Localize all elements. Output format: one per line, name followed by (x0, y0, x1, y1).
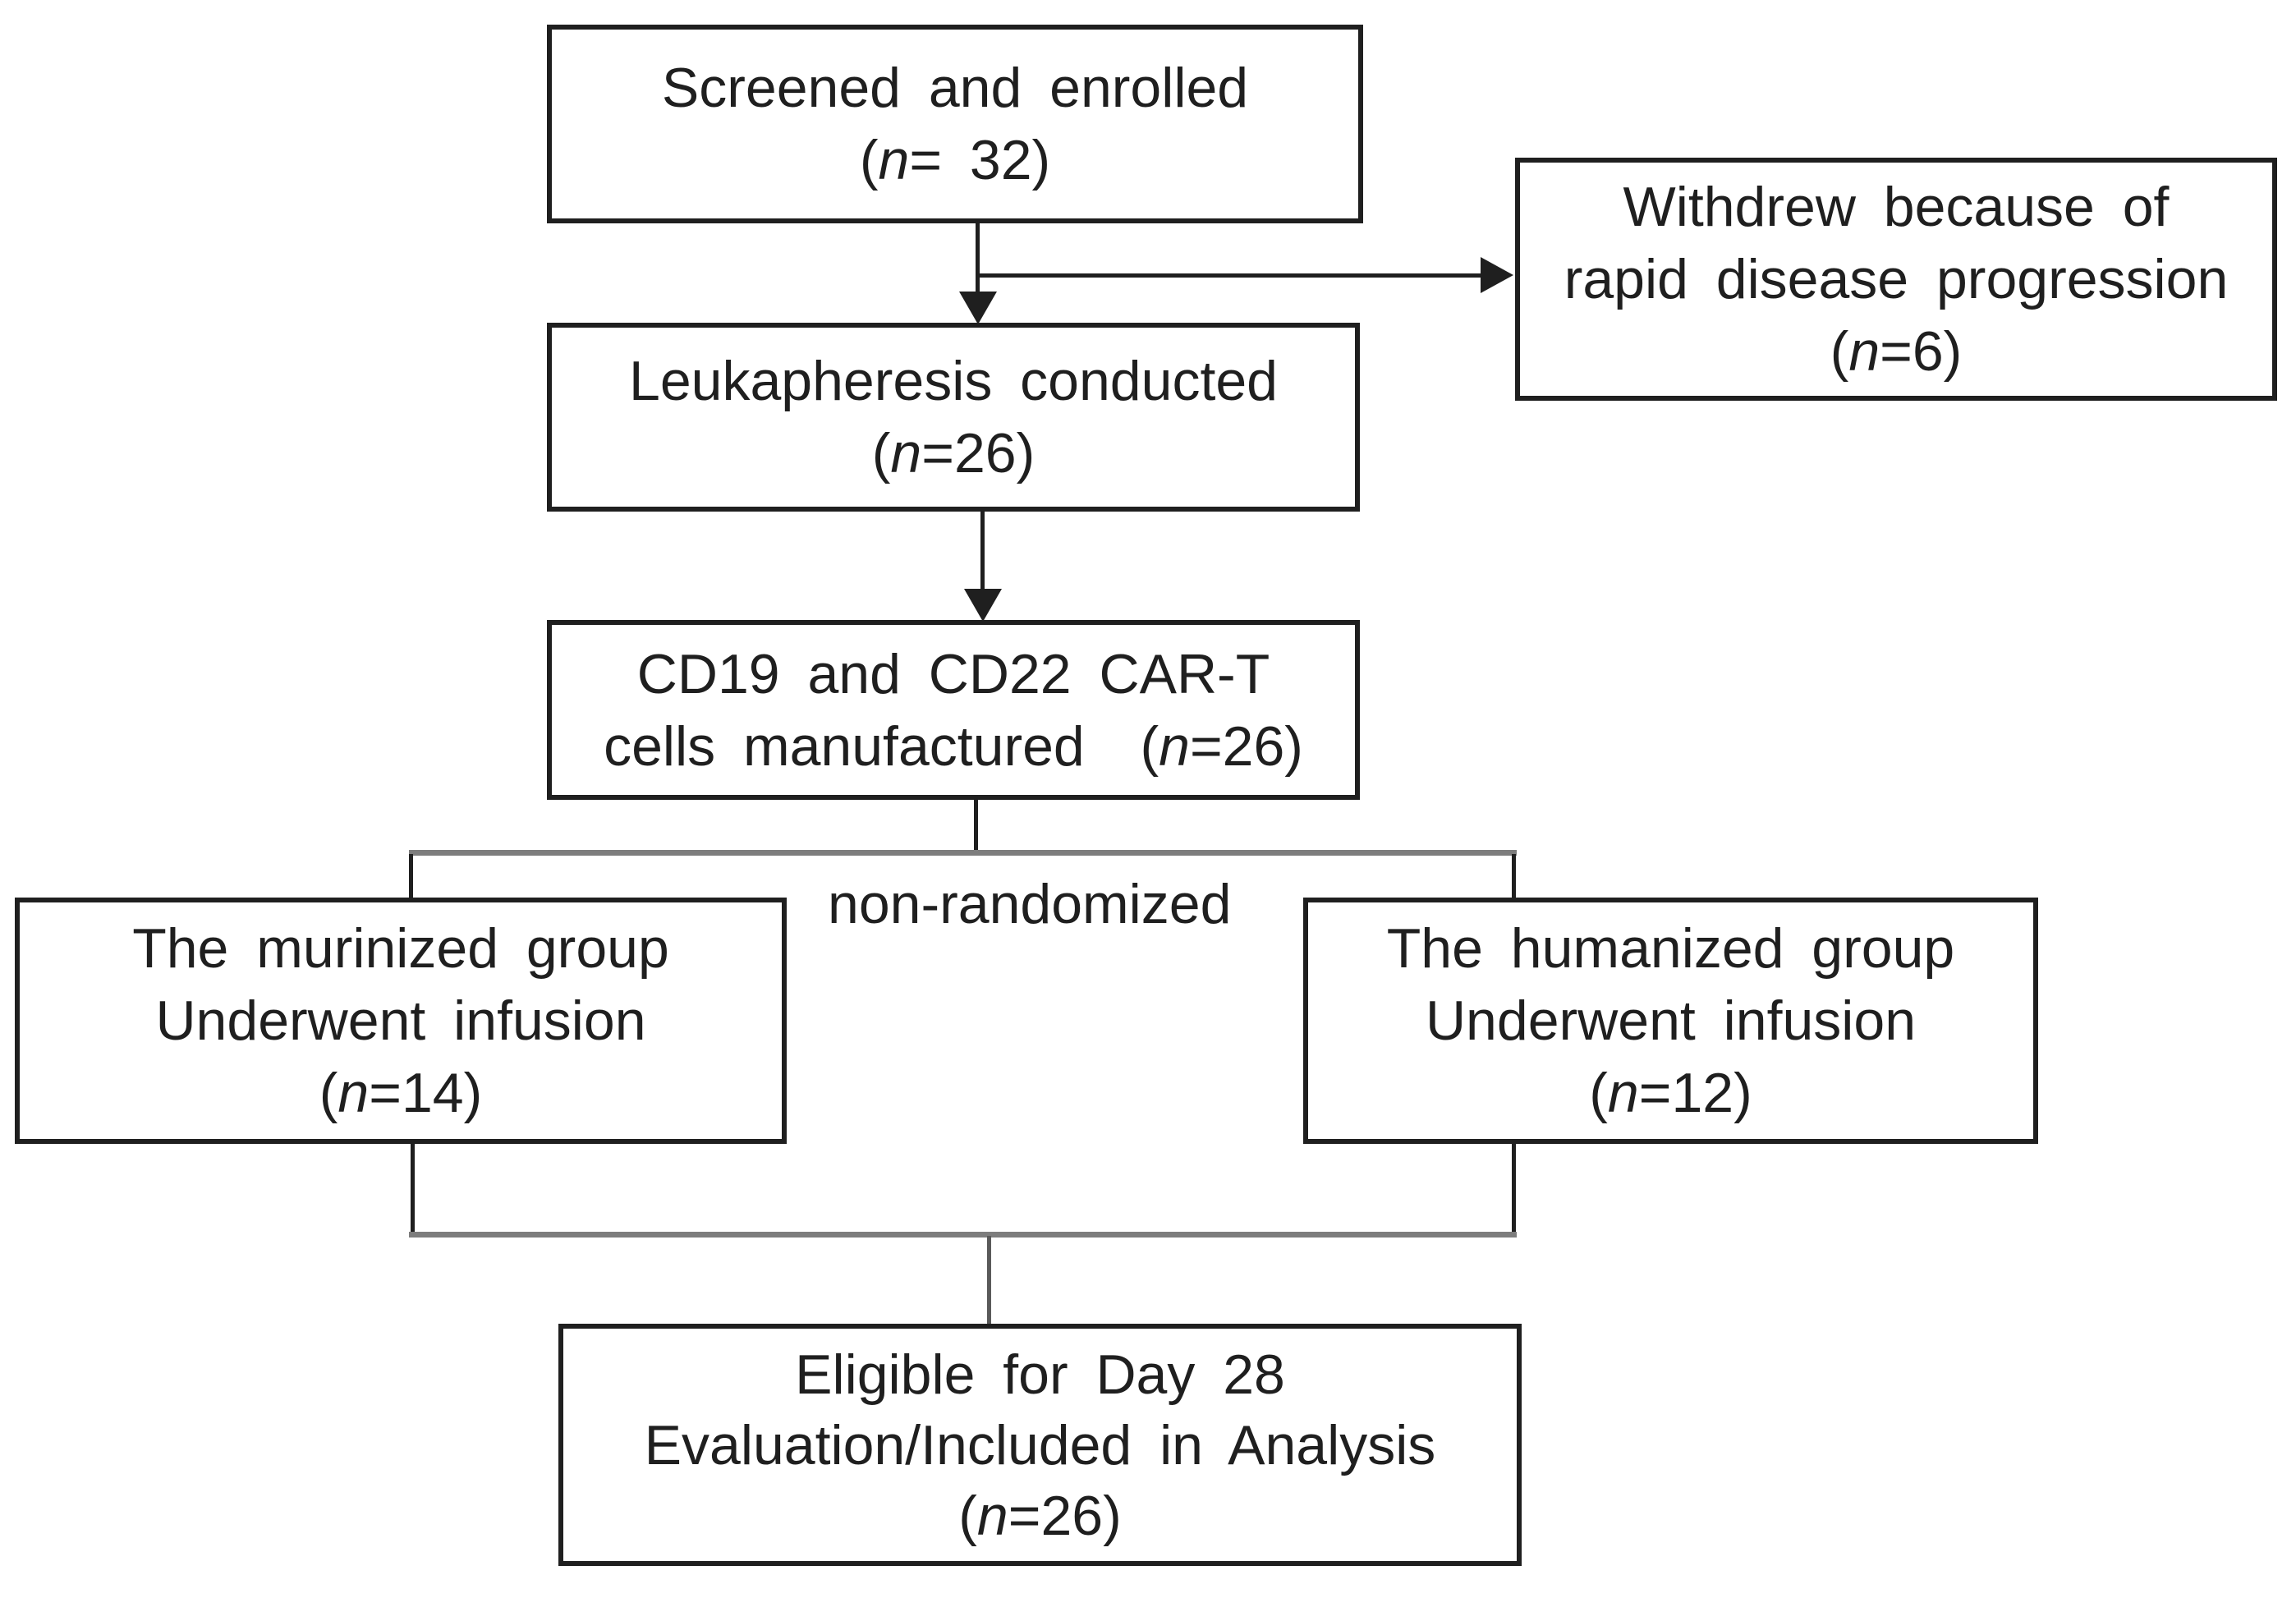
node-text-line: Underwent infusion (1425, 990, 1917, 1052)
connector-leukapheresis-to-manufactured (980, 512, 985, 590)
node-text-line: The murinized group (132, 917, 669, 980)
arrowhead-down-manufactured-icon (964, 589, 1002, 622)
connector-manufactured-to-split (974, 800, 978, 852)
connector-humanized-to-join (1512, 1144, 1516, 1234)
count-value: =26) (1008, 1484, 1122, 1547)
node-text-line: Eligible for Day 28 (795, 1343, 1285, 1406)
n-symbol: n (976, 1484, 1008, 1547)
node-withdrew: Withdrew because of rapid disease progre… (1515, 158, 2277, 401)
n-symbol: n (1159, 714, 1190, 778)
node-text-line: Evaluation/Included in Analysis (644, 1413, 1436, 1476)
node-text-line: Underwent infusion (155, 990, 646, 1052)
n-symbol: n (890, 422, 922, 484)
node-count-line: (n=12) (1589, 1057, 1752, 1129)
node-text-line: rapid disease progression (1564, 248, 2229, 310)
node-text-line: The humanized group (1386, 917, 1955, 980)
count-paren-open: ( (1830, 320, 1849, 383)
connector-split-to-murinized (409, 854, 413, 899)
count-value: =12) (1638, 1062, 1752, 1124)
node-screened-and-enrolled: Screened and enrolled (n= 32) (547, 25, 1363, 223)
non-randomized-label: non-randomized (828, 873, 1232, 935)
connector-screened-to-leukapheresis (976, 223, 980, 296)
node-car-t-manufactured: CD19 and CD22 CAR-T cells manufactured (… (547, 620, 1360, 800)
connector-join-to-eligible (987, 1236, 991, 1325)
n-symbol: n (1607, 1062, 1639, 1124)
node-eligible-day28-analysis: Eligible for Day 28 Evaluation/Included … (558, 1324, 1522, 1566)
count-paren-open: ( (319, 1062, 338, 1124)
node-count-line: (n=26) (872, 417, 1035, 489)
count-paren-open: ( (958, 1484, 977, 1547)
count-text: cells manufactured ( (604, 714, 1159, 778)
n-symbol: n (878, 129, 910, 191)
arrowhead-down-leukapheresis-icon (959, 292, 997, 324)
count-value: =6) (1880, 320, 1963, 383)
count-value: =14) (369, 1062, 483, 1124)
node-count-line: (n=26) (958, 1481, 1121, 1551)
count-value: = 32) (909, 129, 1051, 191)
connector-split-to-humanized (1512, 854, 1516, 899)
count-paren-open: ( (1589, 1062, 1608, 1124)
count-value: =26) (921, 422, 1035, 484)
node-text-line: Leukapheresis conducted (629, 350, 1278, 412)
n-symbol: n (338, 1062, 370, 1124)
join-branch-line (409, 1232, 1517, 1238)
n-symbol: n (1848, 320, 1880, 383)
node-humanized-group: The humanized group Underwent infusion (… (1303, 898, 2038, 1144)
count-paren-open: ( (859, 129, 879, 191)
node-count-line: (n=6) (1830, 315, 1963, 388)
connector-murinized-to-join (411, 1144, 415, 1234)
node-murinized-group: The murinized group Underwent infusion (… (15, 898, 787, 1144)
node-leukapheresis: Leukapheresis conducted (n=26) (547, 323, 1360, 512)
node-text-line: Withdrew because of (1623, 176, 2170, 238)
count-value: =26) (1189, 714, 1303, 778)
split-branch-line (409, 850, 1517, 856)
node-count-line: (n= 32) (860, 124, 1050, 196)
node-count-line: cells manufactured (n=26) (604, 710, 1303, 783)
node-count-line: (n=14) (319, 1057, 482, 1129)
connector-branch-to-withdrew (977, 273, 1482, 278)
node-text-line: CD19 and CD22 CAR-T (636, 642, 1270, 705)
arrowhead-right-withdrew-icon (1481, 257, 1513, 293)
node-text-line: Screened and enrolled (661, 57, 1249, 119)
count-paren-open: ( (871, 422, 891, 484)
